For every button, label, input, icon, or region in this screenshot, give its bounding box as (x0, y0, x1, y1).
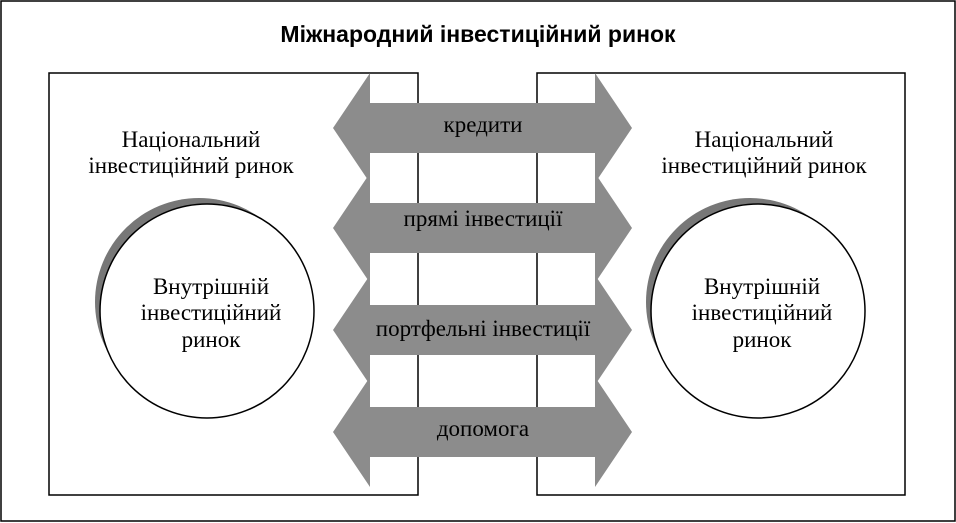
flow-label: допомога (437, 416, 529, 441)
right-inner-label-1: Внутрішній (704, 274, 820, 299)
left-inner-label-1: Внутрішній (153, 274, 269, 299)
left-market-label-1: Національний (122, 127, 261, 152)
flow-arrow-aid: допомога (333, 377, 632, 487)
right-market-label-1: Національний (695, 127, 834, 152)
left-inner-label-2: інвестиційний (141, 300, 282, 325)
diagram-title: Міжнародний інвестиційний ринок (280, 21, 676, 47)
double-arrow-shape (333, 377, 632, 487)
right-inner-label-3: ринок (733, 327, 793, 352)
double-arrow-shape (333, 73, 632, 183)
flow-arrow-direct-investment: прямі інвестиції (333, 173, 632, 283)
flow-arrow-portfolio-investment: портфельні інвестиції (333, 275, 632, 385)
right-inner-label-2: інвестиційний (692, 300, 833, 325)
flow-label: прямі інвестиції (404, 206, 564, 231)
flow-arrow-credits: кредити (333, 73, 632, 183)
left-market-label-2: інвестиційний ринок (88, 153, 294, 178)
right-market-label-2: інвестиційний ринок (661, 153, 867, 178)
left-inner-label-3: ринок (182, 327, 242, 352)
double-arrow-shape (333, 275, 632, 385)
flow-label: портфельні інвестиції (376, 316, 591, 341)
right-domestic-market-circle (650, 203, 866, 419)
double-arrow-shape (333, 173, 632, 283)
flow-label: кредити (444, 112, 523, 137)
left-domestic-market-circle (99, 203, 315, 419)
flow-arrows: кредити прямі інвестиції портфельні інве… (333, 73, 632, 487)
